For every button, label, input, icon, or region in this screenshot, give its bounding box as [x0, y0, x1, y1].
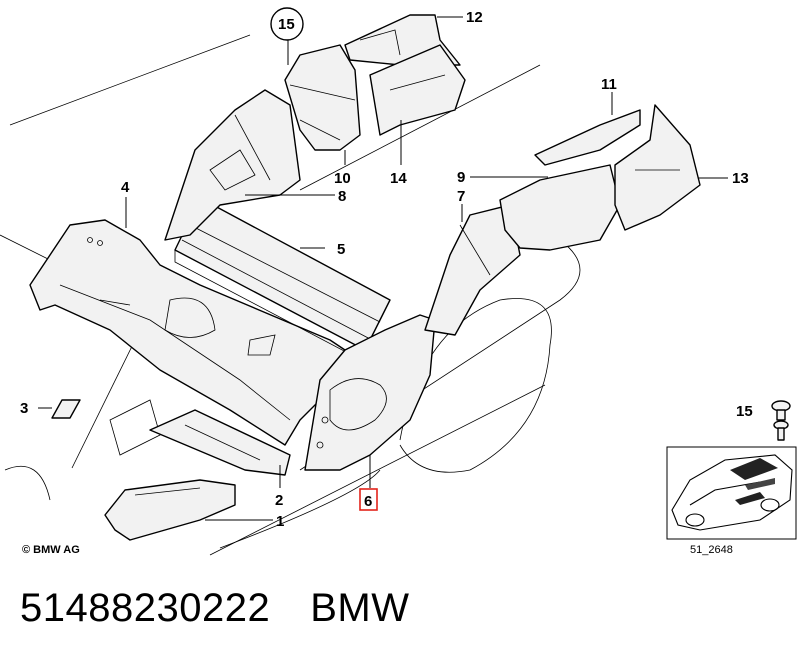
wheel-housing-trim [284, 44, 361, 151]
callout-15: 15 [278, 16, 295, 33]
trim-clip-part [51, 399, 81, 419]
image-id-label: 51_2648 [690, 544, 733, 556]
callout-10: 10 [334, 170, 351, 187]
brand-name: BMW [310, 586, 410, 630]
left-side-trim [164, 89, 301, 241]
copyright-label: © BMW AG [22, 544, 80, 556]
callout-1: 1 [276, 513, 284, 530]
trunk-floor-panel [174, 197, 391, 363]
callout-7: 7 [457, 188, 465, 205]
callout-3: 3 [20, 400, 28, 417]
callout-4: 4 [121, 179, 130, 196]
callout-13: 13 [732, 170, 749, 187]
callout-14: 14 [390, 170, 407, 187]
parts-exploded-diagram: 1 2 3 4 5 6 7 8 9 10 11 12 13 14 15 © BM… [0, 7, 797, 556]
highlight-box [359, 488, 378, 511]
callout-12: 12 [466, 9, 483, 26]
callout-15-inset: 15 [736, 403, 753, 420]
part-footer: 51488230222 BMW [20, 586, 449, 631]
callout-5: 5 [337, 241, 345, 258]
clip-detail: 15 [736, 400, 791, 441]
parcel-shelf-trim [499, 164, 621, 251]
part-number: 51488230222 [20, 586, 271, 630]
callout-6: 6 [364, 493, 372, 510]
rear-trim-strip [534, 109, 641, 166]
callout-2: 2 [275, 492, 283, 509]
rear-side-panel [369, 44, 466, 136]
floor-cover-front [104, 479, 236, 541]
rear-corner-trim [614, 104, 701, 231]
floor-cover-rear [149, 409, 291, 476]
car-location-inset: 51_2648 [666, 446, 797, 556]
callout-15-circle [270, 7, 304, 41]
callout-8: 8 [338, 188, 346, 205]
leader-lines [38, 16, 728, 521]
callout-11: 11 [601, 76, 617, 93]
callout-9: 9 [457, 169, 465, 186]
